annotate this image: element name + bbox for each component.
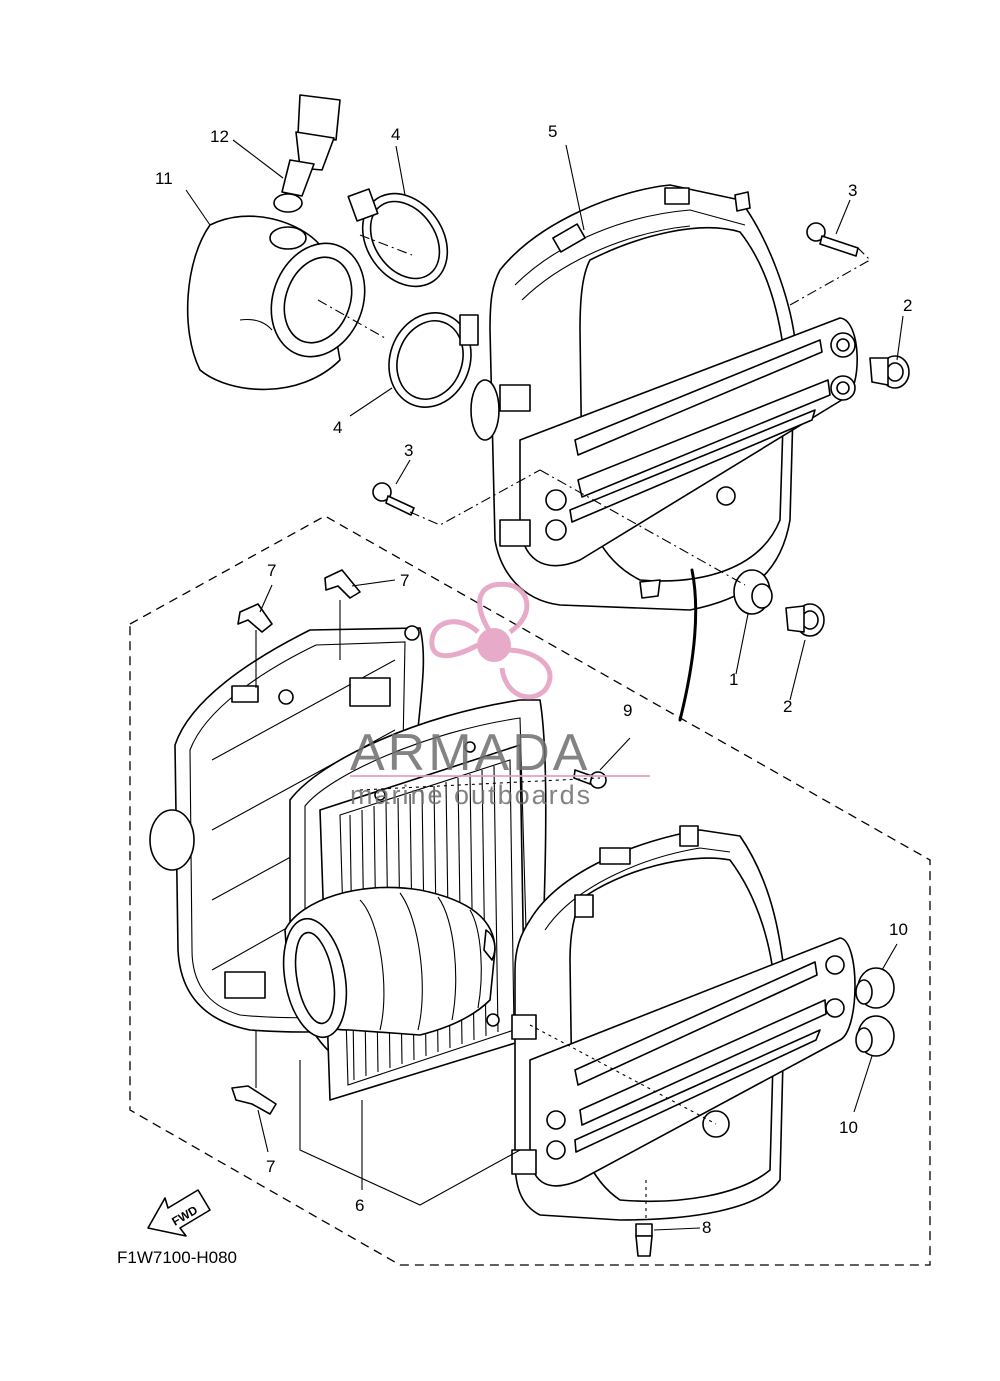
- forward-direction-arrow: FWD: [147, 1189, 211, 1237]
- callout-2-lower: 2: [783, 697, 792, 716]
- callout-7-lower: 7: [266, 1157, 275, 1176]
- clip-part-7-lower: [231, 1085, 277, 1115]
- intake-silencer-assembly-part-5: [470, 184, 858, 611]
- callout-12: 12: [210, 127, 229, 146]
- exploded-view-boundary: [129, 515, 931, 1266]
- air-duct-part-11: [186, 215, 366, 391]
- clip-part-7-upper-left: [237, 603, 273, 633]
- collar-part-2-lower: [785, 603, 825, 637]
- callout-2-upper: 2: [903, 296, 912, 315]
- hose-clamp-part-4-upper: [347, 188, 449, 288]
- callout-1: 1: [729, 670, 738, 689]
- callout-8: 8: [702, 1218, 711, 1237]
- callout-11: 11: [155, 169, 173, 188]
- callout-5: 5: [548, 122, 557, 141]
- drawing-code: F1W7100-H080: [117, 1248, 237, 1267]
- collar-part-2-upper: [869, 355, 910, 389]
- leader-lines-top: [185, 139, 904, 722]
- grommet-part-1: [733, 569, 773, 615]
- bolt-part-3-upper: [806, 222, 859, 257]
- propeller-hub: [477, 628, 511, 662]
- bolt-part-3-lower: [372, 482, 415, 516]
- intake-hose-part-12: [273, 94, 341, 213]
- intake-funnel: [282, 886, 496, 1039]
- propeller-logo-icon: [429, 581, 553, 700]
- callout-9: 9: [623, 701, 632, 720]
- watermark-brand: ARMADA: [350, 724, 590, 782]
- leader-lines-bottom: [255, 579, 898, 1231]
- damper-part-10-lower: [855, 1015, 895, 1057]
- callout-4-lower: 4: [333, 418, 342, 437]
- callout-7-upper-left: 7: [267, 561, 276, 580]
- watermark-tagline: marine outboards: [350, 780, 592, 810]
- drain-part-8: [635, 1223, 653, 1257]
- callout-4-upper: 4: [391, 125, 400, 144]
- damper-part-10-upper: [855, 967, 895, 1009]
- callout-3-upper: 3: [848, 181, 857, 200]
- callout-6: 6: [355, 1196, 364, 1215]
- callout-3-lower: 3: [404, 441, 413, 460]
- clip-part-7-upper-right: [324, 569, 361, 599]
- callout-7-upper-right: 7: [400, 571, 409, 590]
- armada-watermark: ARMADA marine outboards: [350, 581, 650, 810]
- hose-clamp-part-4-lower: [388, 312, 479, 408]
- callout-10-lower: 10: [839, 1118, 858, 1137]
- callout-10-upper: 10: [889, 920, 908, 939]
